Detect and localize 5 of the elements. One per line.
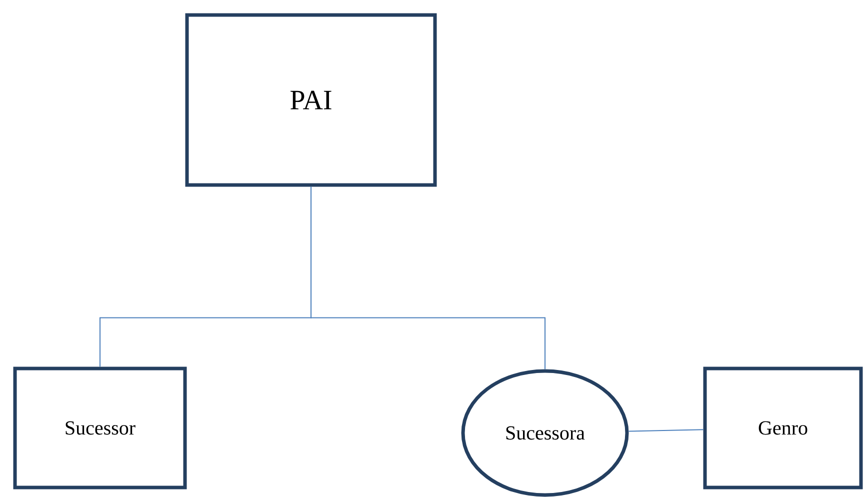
spouse-box: Genro (703, 366, 863, 490)
connector-line (628, 429, 704, 432)
connector-line (310, 186, 546, 370)
parent-box: PAI (185, 13, 437, 187)
child-box: Sucessor (13, 366, 187, 490)
